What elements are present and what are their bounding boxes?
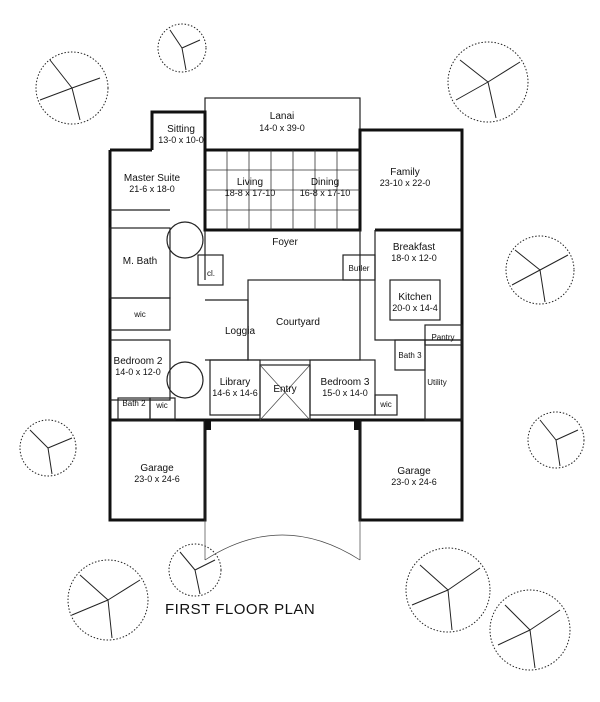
room-labels: Lanai 14-0 x 39-0 Sitting 13-0 x 10-0 Ma… <box>114 111 455 487</box>
room-bath2-name: Bath 2 <box>122 399 146 408</box>
tree-right-2 <box>527 411 585 469</box>
room-living-name: Living <box>237 177 263 188</box>
room-garage-left-name: Garage <box>140 463 174 474</box>
room-butler-name: Butler <box>349 264 370 273</box>
room-bedroom3-name: Bedroom 3 <box>321 377 370 388</box>
room-wic-bed3-name: wic <box>379 400 392 409</box>
room-garage-right-size: 23-0 x 24-6 <box>391 477 437 487</box>
tree-bottom-left-1 <box>67 559 149 641</box>
room-wic-master-name: wic <box>133 310 146 319</box>
room-foyer-name: Foyer <box>272 237 298 248</box>
room-library-size: 14-6 x 14-6 <box>212 388 258 398</box>
room-utility-name: Utility <box>427 378 447 387</box>
room-wic-bed2-name: wic <box>155 401 168 410</box>
room-breakfast-size: 18-0 x 12-0 <box>391 253 437 263</box>
room-library-name: Library <box>220 377 251 388</box>
room-kitchen-name: Kitchen <box>398 292 431 303</box>
room-courtyard-name: Courtyard <box>276 317 320 328</box>
room-bedroom2-name: Bedroom 2 <box>114 356 163 367</box>
room-bedroom2-size: 14-0 x 12-0 <box>115 367 161 377</box>
tree-bottom-left-2 <box>168 543 222 597</box>
tree-top-left-1 <box>35 51 109 125</box>
room-family-name: Family <box>390 167 419 178</box>
living-dining-glass-grid <box>203 148 362 232</box>
tree-right-1 <box>505 235 575 305</box>
room-bath3-name: Bath 3 <box>398 351 422 360</box>
room-garage-left-size: 23-0 x 24-6 <box>134 474 180 484</box>
tree-bottom-right-1 <box>405 547 491 633</box>
room-dining-size: 16-8 x 17-10 <box>300 188 351 198</box>
room-dining-name: Dining <box>311 177 339 188</box>
room-lanai-name: Lanai <box>270 111 294 122</box>
room-master-suite-name: Master Suite <box>124 173 181 184</box>
tree-top-right-1 <box>447 41 529 123</box>
plan-title: FIRST FLOOR PLAN <box>165 601 315 618</box>
room-loggia-name: Loggia <box>225 326 255 337</box>
room-living-size: 18-8 x 17-10 <box>225 188 276 198</box>
room-cl-name: cl. <box>207 269 215 278</box>
room-sitting-name: Sitting <box>167 124 195 135</box>
room-master-suite-size: 21-6 x 18-0 <box>129 184 175 194</box>
room-sitting-size: 13-0 x 10-0 <box>158 135 204 145</box>
room-pantry-name: Pantry <box>431 333 454 342</box>
tree-top-left-2 <box>157 23 207 73</box>
room-m-bath-name: M. Bath <box>123 256 157 267</box>
room-lanai-size: 14-0 x 39-0 <box>259 123 305 133</box>
tree-bottom-right-2 <box>489 589 571 671</box>
landscape-trees <box>19 23 585 671</box>
interior-walls <box>109 209 463 561</box>
room-family-size: 23-10 x 22-0 <box>380 178 431 188</box>
room-garage-right-name: Garage <box>397 466 431 477</box>
room-kitchen-size: 20-0 x 14-4 <box>392 303 438 313</box>
room-entry-name: Entry <box>273 384 296 395</box>
room-bedroom3-size: 15-0 x 14-0 <box>322 388 368 398</box>
room-breakfast-name: Breakfast <box>393 242 435 253</box>
tree-left-1 <box>19 419 77 477</box>
